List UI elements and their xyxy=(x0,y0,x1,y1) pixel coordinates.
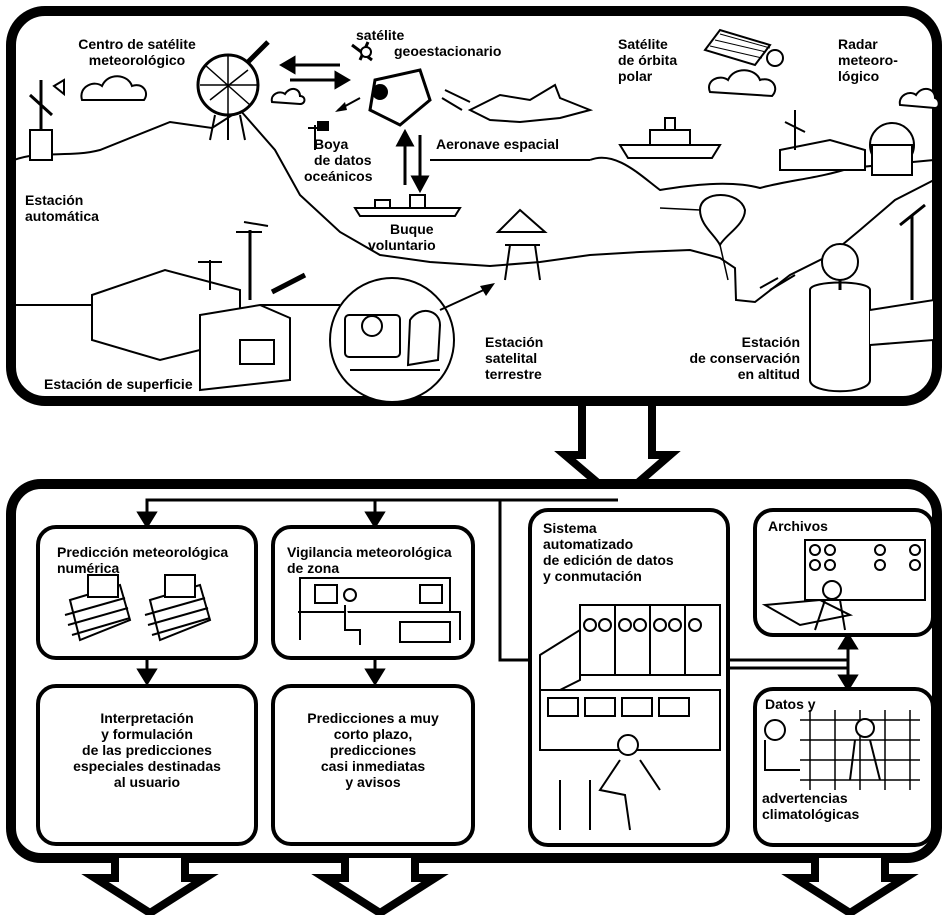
output-arrow-middle xyxy=(311,858,449,915)
switching-system-illustration xyxy=(539,604,721,831)
archives-illustration xyxy=(761,539,926,631)
cloud-far-right xyxy=(898,87,940,110)
geostationary-satellite-illustration xyxy=(351,41,432,127)
label-prediccion-numerica: Predicción meteorológica numérica xyxy=(57,544,229,576)
label-aeronave: Aeronave espacial xyxy=(436,136,559,152)
box-predicciones xyxy=(271,684,475,846)
box-datos xyxy=(753,687,935,847)
box-sistema xyxy=(528,508,730,847)
arrow-aeronave xyxy=(441,89,471,111)
label-satelite-geo: satélite geoestacionario xyxy=(356,27,502,59)
label-estacion-automatica: Estación automática xyxy=(25,192,99,224)
label-archivos: Archivos xyxy=(768,518,828,534)
label-estacion-satelital: Estación satelital terrestre xyxy=(485,334,544,382)
satellite-buque-arrows xyxy=(395,128,430,194)
polar-satellite-illustration xyxy=(703,28,784,67)
label-boya: Boya de datos oceánicos xyxy=(304,136,373,184)
output-arrow-left xyxy=(81,858,219,915)
label-estacion-conservacion: Estación de conservación en altitud xyxy=(689,334,801,382)
balloon-illustration xyxy=(659,194,747,281)
control-room-illustration xyxy=(298,577,461,645)
label-estacion-superficie: Estación de superficie xyxy=(44,376,193,392)
cloud-right xyxy=(708,69,777,98)
warship-illustration xyxy=(618,117,722,159)
label-interpretacion: Interpretación y formulación de las pred… xyxy=(73,710,221,790)
surface-station-illustration xyxy=(91,221,307,392)
ground-station-illustration xyxy=(329,208,548,403)
upper-air-station-illustration xyxy=(759,203,935,393)
box-interpretacion xyxy=(36,684,258,846)
label-predicciones-corto: Predicciones a muy corto plazo, predicci… xyxy=(307,710,439,790)
label-advertencias: advertencias climatológicas xyxy=(762,790,860,822)
volunteer-ship-illustration xyxy=(353,194,462,217)
observation-panel xyxy=(6,6,942,406)
processing-panel xyxy=(6,479,942,915)
radar-station-illustration xyxy=(779,110,915,176)
internal-flow-lines xyxy=(136,498,859,692)
cloud-small xyxy=(270,88,306,106)
label-sistema: Sistema automatizado de edición de datos… xyxy=(543,520,674,584)
climate-data-illustration xyxy=(764,710,920,790)
automatic-station-illustration xyxy=(28,78,65,161)
label-satelite-polar: Satélite de órbita polar xyxy=(618,36,678,84)
label-radar: Radar meteoro- lógico xyxy=(838,36,898,84)
flow-arrow-down xyxy=(554,398,681,506)
label-centro-satelite: Centro de satélite meteorológico xyxy=(78,36,196,68)
label-buque: Buque voluntario xyxy=(368,221,436,253)
label-vigilancia: Vigilancia meteorológica de zona xyxy=(287,544,452,576)
output-arrow-right xyxy=(781,858,919,915)
center-satellite-arrows xyxy=(279,55,351,90)
cloud-left xyxy=(80,75,148,101)
spacecraft-illustration xyxy=(467,83,594,124)
buoy-illustration xyxy=(308,121,329,150)
satellite-center-dish-illustration xyxy=(196,40,270,141)
label-datos: Datos y xyxy=(765,696,816,712)
computers-illustration xyxy=(64,574,212,642)
